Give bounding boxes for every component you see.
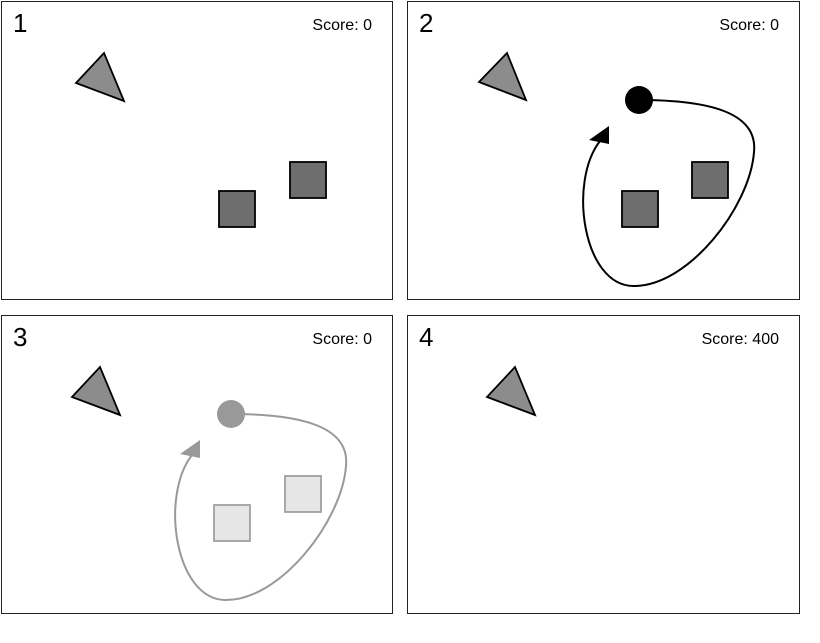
triangle-icon xyxy=(485,365,537,417)
square-target xyxy=(621,190,659,228)
scene xyxy=(70,365,348,602)
panel-number: 3 xyxy=(13,322,28,352)
panel-number: 4 xyxy=(419,322,434,352)
panel-3: 3 Score: 0 xyxy=(1,315,393,614)
ball-faded xyxy=(217,400,245,428)
score-label: Score: 400 xyxy=(701,331,779,348)
score-label: Score: 0 xyxy=(719,17,779,34)
score-label: Score: 0 xyxy=(312,331,372,348)
square-target xyxy=(691,161,729,199)
scene xyxy=(477,51,756,288)
square-target xyxy=(218,190,256,228)
triangle-icon xyxy=(74,51,126,103)
triangle-icon xyxy=(70,365,122,417)
square-target-faded xyxy=(213,504,251,542)
score-label: Score: 0 xyxy=(312,17,372,34)
ball xyxy=(625,86,653,114)
panel-2: 2 Score: 0 xyxy=(407,1,800,300)
panel-number: 2 xyxy=(419,8,434,38)
scene xyxy=(74,51,327,228)
arrowhead-icon xyxy=(589,126,609,144)
panel-4: 4 Score: 400 xyxy=(407,315,800,614)
trajectory-path-faded xyxy=(174,413,348,602)
square-target-faded xyxy=(284,475,322,513)
scene xyxy=(485,365,537,417)
trajectory-path xyxy=(582,99,756,288)
arrowhead-icon xyxy=(180,440,200,458)
panel-1: 1 Score: 0 xyxy=(1,1,393,300)
panel-number: 1 xyxy=(13,8,28,38)
square-target xyxy=(289,161,327,199)
triangle-icon xyxy=(477,51,528,102)
